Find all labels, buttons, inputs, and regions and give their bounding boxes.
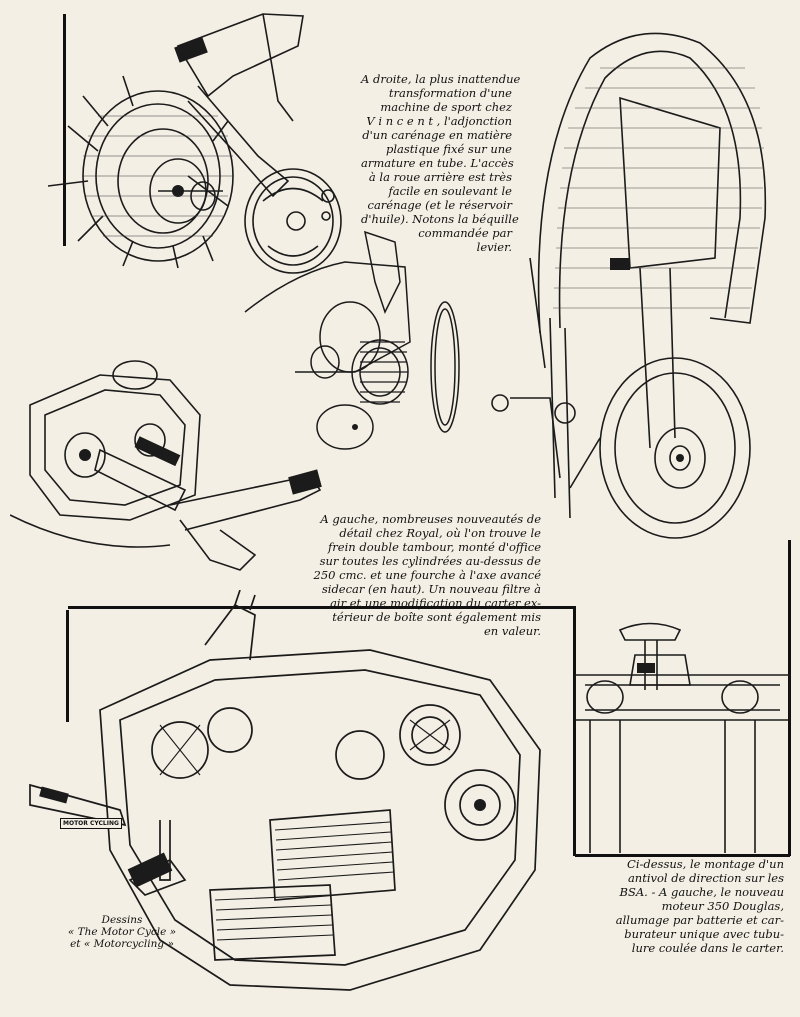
caption-vincent-fairing: A droite, la plus inattendue transformat… (361, 72, 521, 254)
credit-line: « The Motor Cycle » (67, 926, 177, 938)
caption-line: sur toutes les cylindrées au-dessus de (319, 554, 541, 568)
caption-line: air et une modification du carter ex- (330, 596, 541, 610)
caption-bsa-douglas: Ci-dessus, le montage d'un antivol de di… (582, 857, 784, 955)
caption-line: A droite, la plus inattendue (361, 72, 521, 86)
left-border-rule (63, 14, 66, 246)
middle-divider-rule (68, 606, 573, 609)
rear-hub-brake-drawing (28, 6, 358, 276)
caption-line: facile en soulevant le (388, 184, 512, 198)
motor-cycling-stamp: MOTOR CYCLING (60, 818, 122, 829)
gearbox-casing-kickstart-drawing (10, 345, 335, 580)
caption-line: V i n c e n t , l'adjonction (366, 114, 512, 128)
caption-line: sidecar (en haut). Un nouveau filtre à (321, 582, 541, 596)
credit-line: Dessins (101, 914, 143, 926)
credit-line: et « Motorcycling » (70, 938, 174, 950)
caption-line: d'un carénage en matière (362, 128, 512, 142)
caption-line: antivol de direction sur les (627, 871, 784, 885)
caption-line: détail chez Royal, où l'on trouve le (339, 526, 541, 540)
caption-line: levier. (476, 240, 512, 254)
caption-line: frein double tambour, monté d'office (328, 540, 541, 554)
caption-line: machine de sport chez (380, 100, 512, 114)
caption-line: A gauche, nombreuses nouveautés de (320, 512, 541, 526)
caption-line: allumage par batterie et car- (615, 913, 784, 927)
right-divider-rule (573, 606, 576, 856)
caption-line: d'huile). Notons la béquille (361, 212, 519, 226)
caption-line: à la roue arrière est très (368, 170, 512, 184)
caption-line: carénage (et le réservoir (367, 198, 513, 212)
caption-line: Ci-dessus, le montage d'un (627, 857, 784, 871)
bottom-divider-rule (575, 854, 790, 857)
gearbox-exploded-drawing (235, 222, 475, 462)
bsa-steering-lock-drawing (575, 615, 790, 853)
douglas-engine-cutaway-drawing: MOTOR CYCLING (10, 590, 555, 1010)
left-border-rule-lower (66, 610, 69, 722)
vincent-fairing-drawing (470, 18, 790, 543)
caption-line: transformation d'une (388, 86, 512, 100)
caption-line: moteur 350 Douglas, (661, 899, 784, 913)
caption-royal-details: A gauche, nombreuses nouveautés de détai… (308, 512, 541, 638)
drawings-credit: Dessins « The Motor Cycle » et « Motorcy… (52, 914, 192, 950)
caption-line: 250 cmc. et une fourche à l'axe avancé (313, 568, 541, 582)
caption-line: lure coulée dans le carter. (631, 941, 784, 955)
caption-line: plastique fixé sur une (385, 142, 512, 156)
caption-line: commandée par (418, 226, 512, 240)
caption-line: térieur de boîte sont également mis (332, 610, 541, 624)
caption-line: en valeur. (483, 624, 541, 638)
caption-line: burateur unique avec tubu- (624, 927, 784, 941)
caption-line: BSA. - A gauche, le nouveau (619, 885, 784, 899)
caption-line: armature en tube. L'accès (361, 156, 514, 170)
